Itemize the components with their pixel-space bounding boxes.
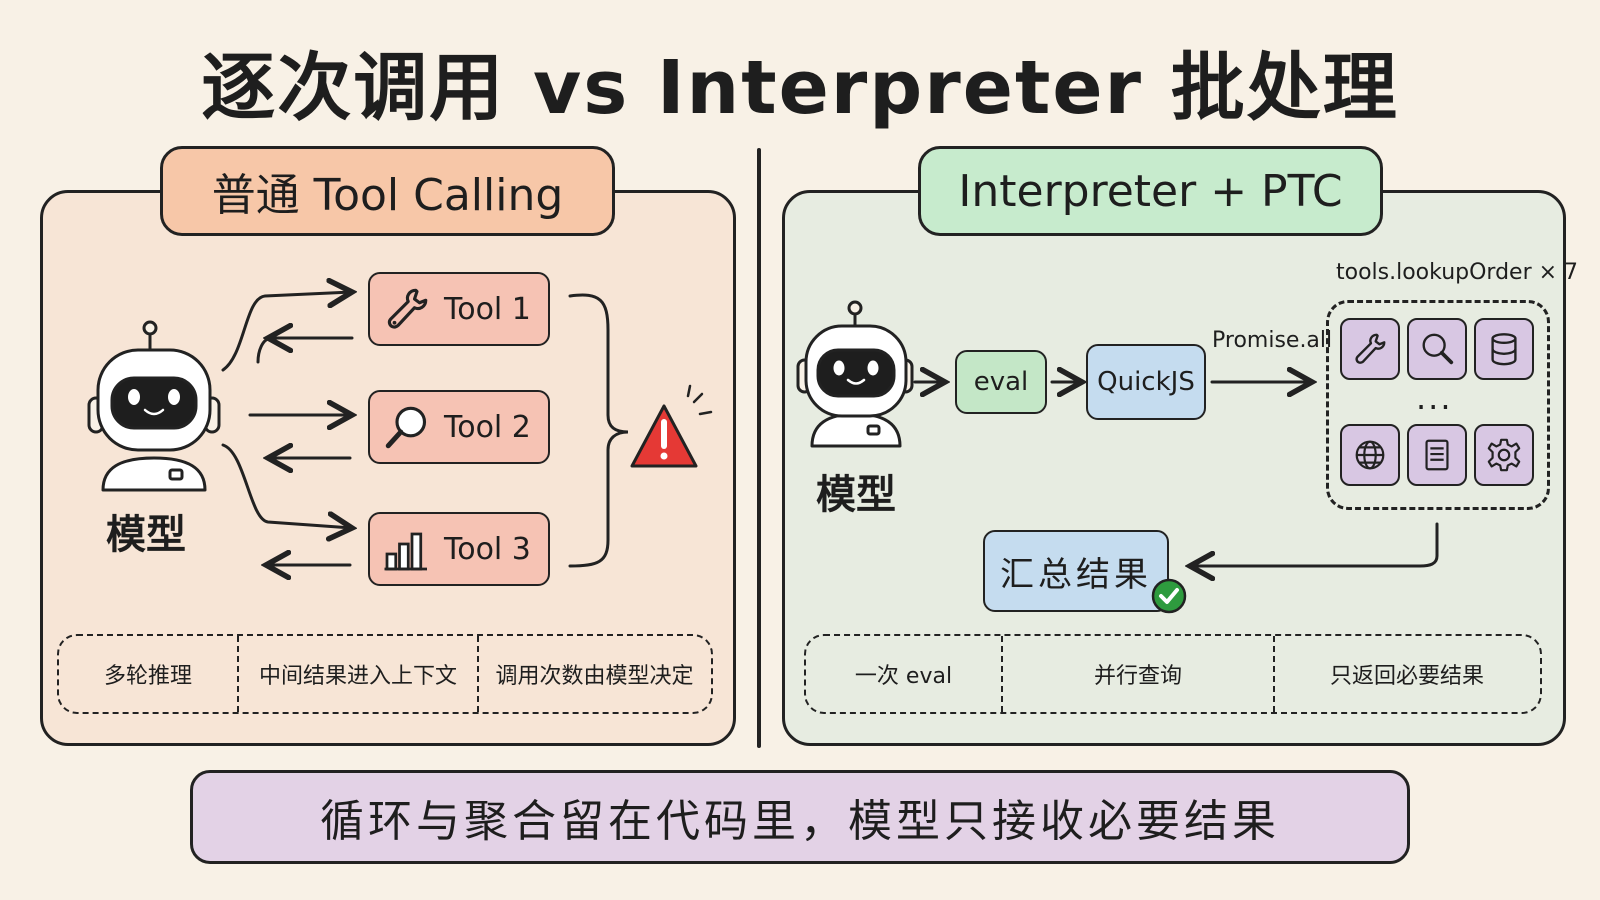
tool-1-label: Tool 1 [444, 291, 531, 327]
tool-grid [1326, 300, 1550, 510]
document-tile [1407, 424, 1467, 486]
quickjs-box: QuickJS [1086, 344, 1206, 420]
right-header: Interpreter + PTC [918, 146, 1383, 236]
note-item: 并行查询 [1001, 636, 1273, 712]
left-notes: 多轮推理 中间结果进入上下文 调用次数由模型决定 [57, 634, 713, 714]
tool-3-box: Tool 3 [368, 512, 550, 586]
database-tile [1474, 318, 1534, 380]
right-notes: 一次 eval 并行查询 只返回必要结果 [804, 634, 1542, 714]
bottom-banner: 循环与聚合留在代码里，模型只接收必要结果 [190, 770, 1410, 864]
note-item: 中间结果进入上下文 [237, 636, 477, 712]
search-tile [1407, 318, 1467, 380]
right-model-label: 模型 [816, 472, 896, 518]
more-dots: ··· [1416, 388, 1453, 426]
magnifier-icon [1422, 333, 1454, 365]
bar-chart-icon [384, 532, 427, 571]
wrench-icon [1355, 333, 1386, 364]
left-header: 普通 Tool Calling [160, 146, 615, 236]
tool-1-box: Tool 1 [368, 272, 550, 346]
note-item: 一次 eval [854, 664, 953, 689]
left-model-label: 模型 [106, 512, 186, 558]
gear-tile [1474, 424, 1534, 486]
tool-3-label: Tool 3 [444, 531, 531, 567]
magnifier-icon [385, 406, 427, 449]
globe-tile [1340, 424, 1400, 486]
warning-icon [630, 384, 713, 468]
robot-icon [87, 320, 221, 492]
globe-icon [1355, 440, 1385, 470]
tools-count-label: tools.lookupOrder × 7 [1336, 260, 1579, 285]
tool-2-box: Tool 2 [368, 390, 550, 464]
eval-box: eval [955, 350, 1047, 414]
wrench-tile [1340, 318, 1400, 380]
promise-all-label: Promise.all [1212, 328, 1333, 353]
robot-icon [796, 300, 914, 448]
note-item: 调用次数由模型决定 [477, 636, 710, 712]
check-icon [1151, 578, 1187, 614]
center-divider [757, 148, 761, 748]
summary-box: 汇总结果 [983, 530, 1169, 612]
page-title: 逐次调用 vs Interpreter 批处理 [201, 45, 1399, 131]
database-icon [1491, 333, 1517, 366]
note-item: 只返回必要结果 [1273, 636, 1539, 712]
tool-2-label: Tool 2 [444, 409, 531, 445]
document-icon [1425, 439, 1449, 471]
note-item: 多轮推理 [103, 664, 192, 689]
gear-icon [1487, 438, 1521, 472]
wrench-icon [387, 288, 428, 329]
